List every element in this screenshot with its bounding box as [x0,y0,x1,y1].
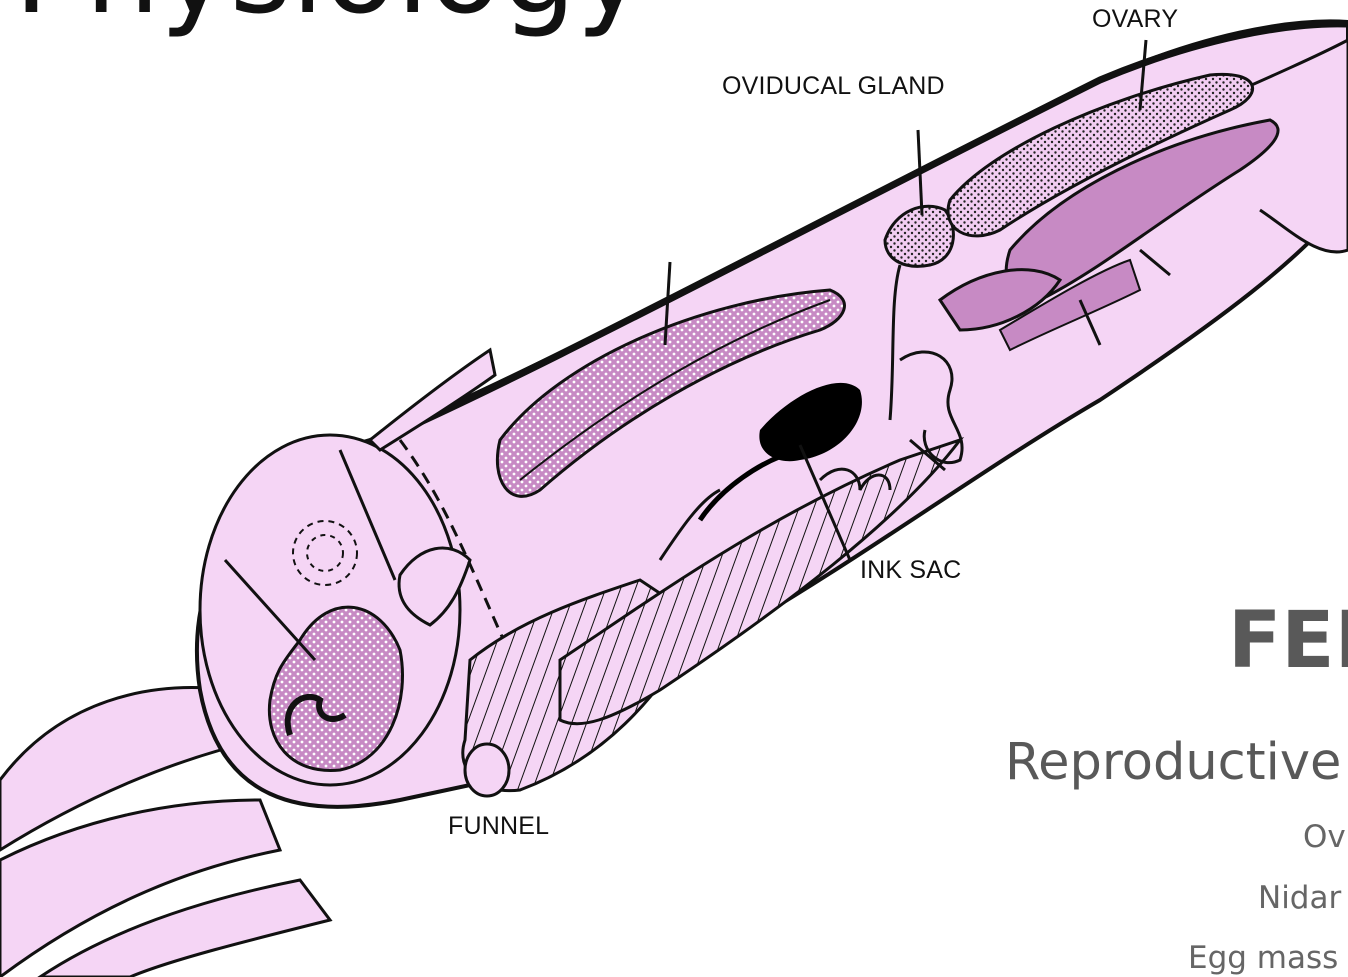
label-ink-sac: INK SAC [860,556,961,585]
section-heading: FEMALE [1228,596,1348,686]
label-oviducal-gland: OVIDUCAL GLAND [722,72,945,101]
bullet-item: Egg mass [1188,940,1338,976]
label-funnel: FUNNEL [448,812,549,841]
bullet-item: Ov [1303,819,1346,855]
section-subheading: Reproductive [1005,733,1341,793]
label-ovary: OVARY [1092,5,1178,34]
bullet-item: Nidar [1258,880,1341,916]
